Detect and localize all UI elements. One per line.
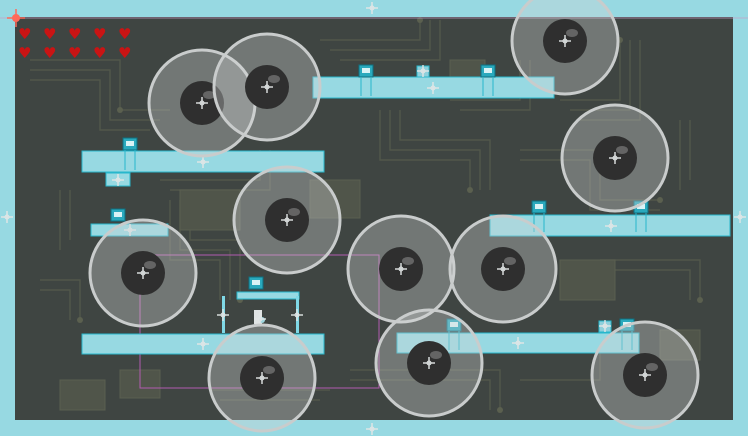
bubble-mine[interactable] <box>510 0 620 96</box>
anchor-top[interactable] <box>365 1 379 15</box>
heart-icon: ♥ <box>43 25 57 43</box>
platform-left-lower[interactable] <box>81 333 325 355</box>
bubble-mine[interactable] <box>374 308 484 418</box>
heart-icon: ♥ <box>68 44 82 62</box>
turret-sentry[interactable] <box>358 64 374 96</box>
bubble-mine[interactable] <box>346 214 456 324</box>
cube-block[interactable] <box>598 319 612 333</box>
turret-sentry[interactable] <box>110 208 126 222</box>
cube-block[interactable] <box>416 64 430 78</box>
anchor-right[interactable] <box>733 210 747 224</box>
player-character[interactable] <box>253 310 267 326</box>
anchor-bottom[interactable] <box>365 422 379 436</box>
block-small-left[interactable] <box>105 172 131 187</box>
bubble-mine[interactable] <box>590 320 700 430</box>
gate-posts[interactable] <box>216 296 304 333</box>
heart-icon: ♥ <box>118 44 132 62</box>
turret-sentry[interactable] <box>480 64 496 96</box>
heart-icon: ♥ <box>18 25 32 43</box>
bubble-mine[interactable] <box>207 323 317 433</box>
bubble-mine[interactable] <box>88 218 198 328</box>
anchor-left[interactable] <box>0 210 14 224</box>
lives-counter: ♥♥♥♥♥♥♥♥♥♥ <box>18 24 143 62</box>
turret-sentry[interactable] <box>122 137 138 170</box>
turret-sentry[interactable] <box>633 200 649 232</box>
platform-bottom-right[interactable] <box>396 332 640 354</box>
turret-sentry[interactable] <box>531 200 547 232</box>
turret-sentry[interactable] <box>446 318 462 350</box>
turret-sentry[interactable] <box>248 276 264 290</box>
bubble-mine[interactable] <box>560 103 670 213</box>
platform-left-upper[interactable] <box>81 150 325 173</box>
heart-icon: ♥ <box>93 25 107 43</box>
heart-icon: ♥ <box>118 25 132 43</box>
bubble-mine[interactable] <box>448 214 558 324</box>
platform-top-center[interactable] <box>312 76 555 99</box>
heart-icon: ♥ <box>68 25 82 43</box>
platform-right-mid[interactable] <box>489 214 731 237</box>
heart-icon: ♥ <box>43 44 57 62</box>
heart-icon: ♥ <box>18 44 32 62</box>
bubble-mine[interactable] <box>212 32 322 142</box>
bubble-mine[interactable] <box>232 165 342 275</box>
heart-icon: ♥ <box>93 44 107 62</box>
origin-marker[interactable] <box>7 9 25 27</box>
platform-center-small[interactable] <box>236 291 300 300</box>
